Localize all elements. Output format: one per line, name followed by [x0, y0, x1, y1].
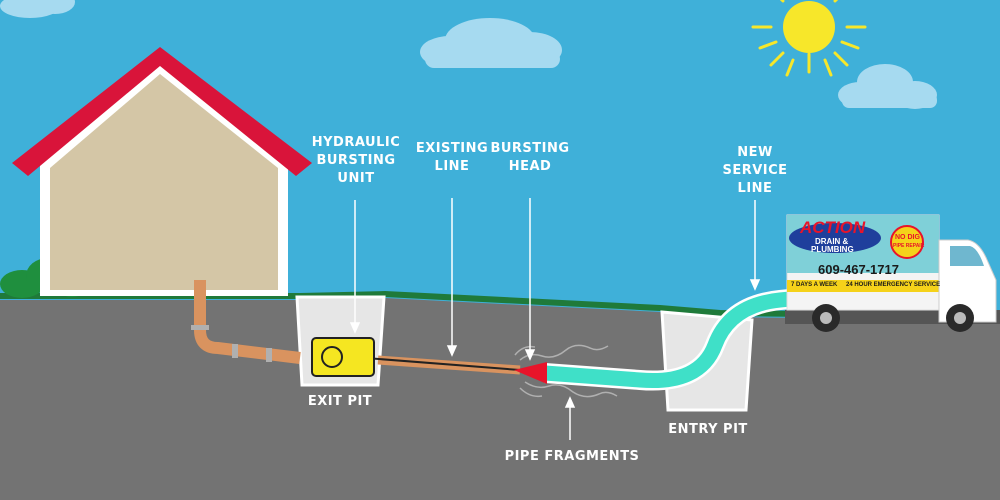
label-line: UNIT	[337, 171, 375, 186]
truck-subbrand-2: PLUMBING	[811, 245, 854, 254]
arrow-icon	[749, 200, 761, 291]
house-icon	[12, 47, 312, 296]
cloud-icon	[420, 18, 562, 68]
arrow-icon	[349, 200, 361, 334]
label-line: LINE	[434, 159, 470, 174]
house-drain-pipe	[191, 280, 301, 364]
arrow-icon	[446, 198, 458, 357]
label-line: SERVICE	[722, 163, 788, 178]
sun-icon	[751, 0, 867, 77]
label-line: EXIT PIT	[307, 394, 373, 409]
hydraulic-bursting-unit	[311, 337, 375, 377]
label-line: HYDRAULIC	[311, 135, 401, 150]
pipe-fragments	[514, 344, 618, 398]
ground	[0, 298, 1000, 500]
truck-subbrand-1: DRAIN &	[815, 237, 849, 246]
label-new-service-line: NEW SERVICE LINE	[722, 144, 787, 198]
truck-badge-1: NO DIG	[895, 234, 920, 241]
label-line: PIPE FRAGMENTS	[504, 449, 640, 464]
truck-phone: 609-467-1717	[818, 262, 899, 277]
label-line: LINE	[737, 181, 773, 196]
label-entry-pit: ENTRY PIT	[668, 421, 748, 439]
label-existing-line: EXISTING LINE	[416, 140, 488, 176]
label-line: BURSTING	[316, 153, 396, 168]
label-line: NEW	[737, 145, 773, 160]
truck-days: 7 DAYS A WEEK	[791, 282, 838, 288]
label-exit-pit: EXIT PIT	[308, 393, 372, 411]
label-hydraulic-bursting-unit: HYDRAULIC BURSTING UNIT	[312, 134, 400, 188]
cloud-icon	[838, 64, 937, 109]
label-line: BURSTING	[490, 141, 570, 156]
cloud-icon	[0, 0, 75, 18]
new-service-line-pipe	[544, 290, 801, 389]
truck-icon	[785, 214, 1000, 332]
bursting-head	[514, 362, 547, 384]
label-pipe-fragments: PIPE FRAGMENTS	[505, 448, 640, 466]
label-bursting-head: BURSTING HEAD	[490, 140, 569, 176]
label-line: HEAD	[508, 159, 552, 174]
arrow-icon	[524, 198, 536, 361]
label-line: EXISTING	[415, 141, 489, 156]
truck-brand: ACTION	[800, 218, 866, 237]
arrow-icon	[564, 396, 576, 440]
label-line: ENTRY PIT	[668, 422, 748, 437]
truck-emergency: 24 HOUR EMERGENCY SERVICE	[846, 282, 941, 288]
truck-badge-2: PIPE REPAIR	[893, 243, 925, 249]
